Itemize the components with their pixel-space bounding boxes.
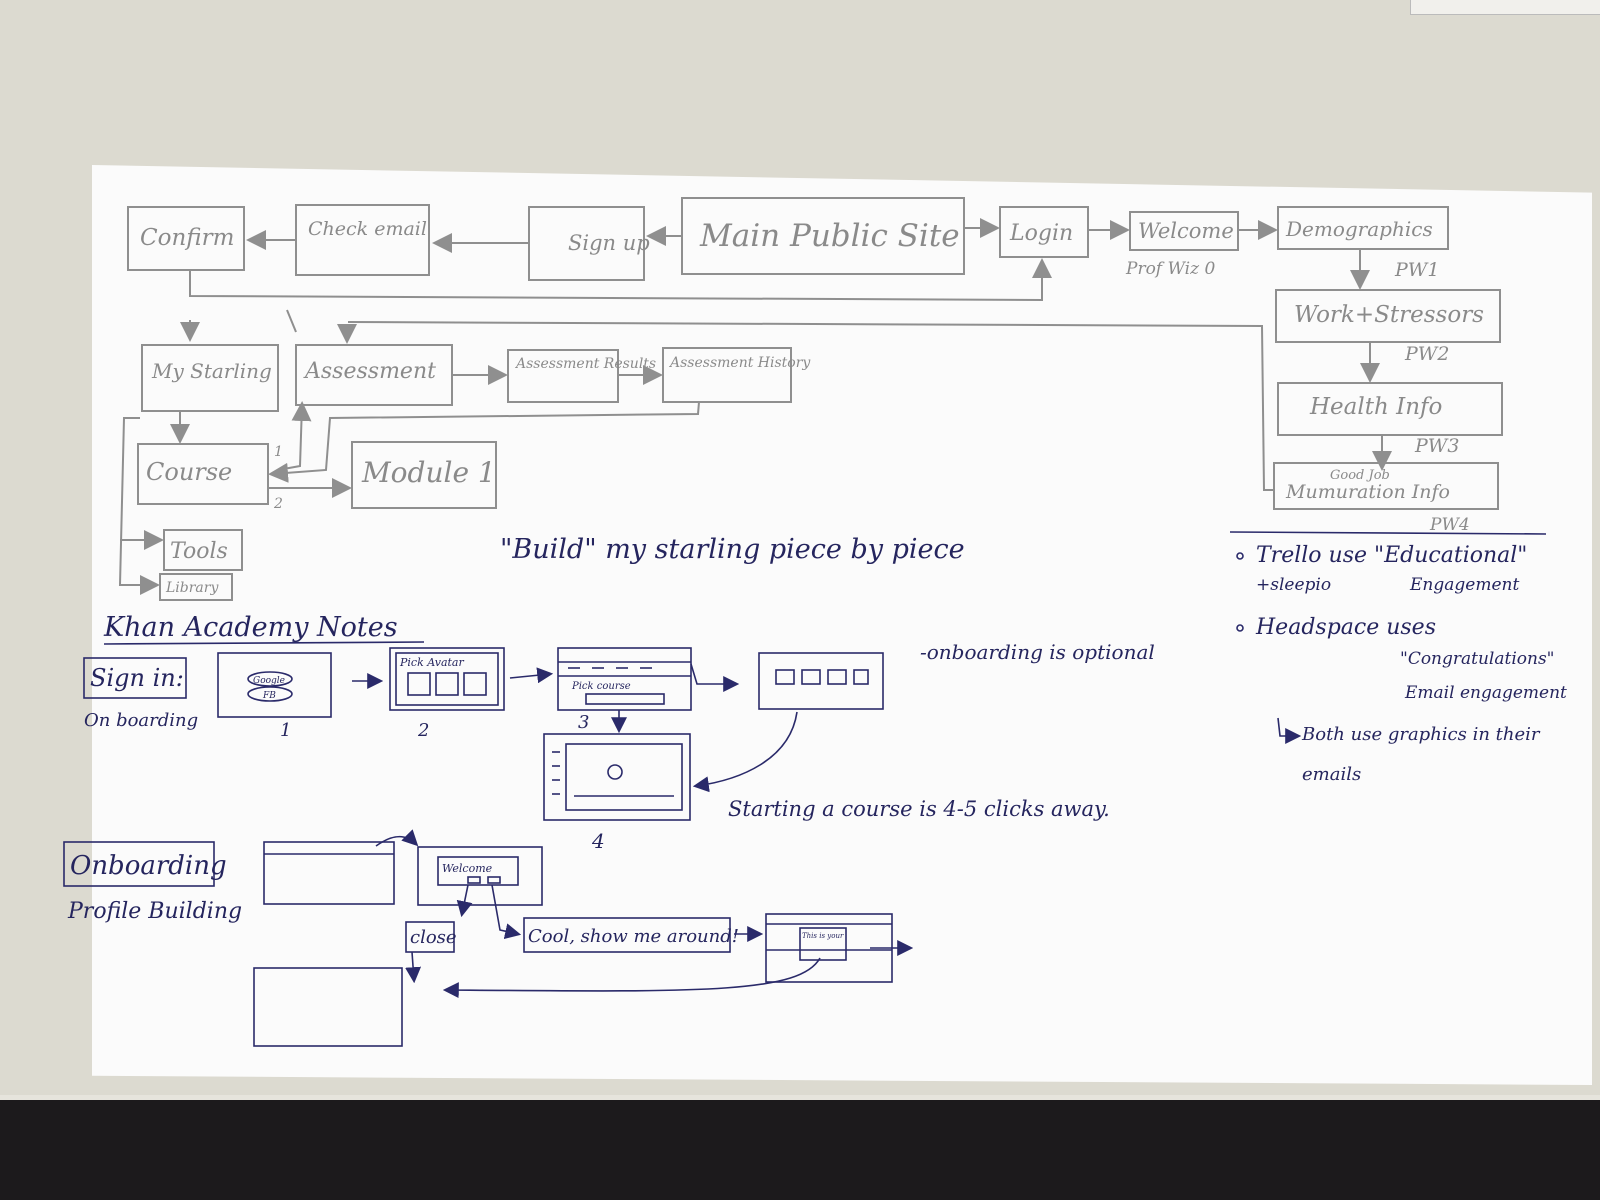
prof-wiz-label: Prof Wiz 0 <box>1125 259 1215 279</box>
screen-3 <box>558 648 691 710</box>
sleepio-note: +sleepio <box>1256 575 1331 595</box>
health-info-label: Health Info <box>1309 394 1442 420</box>
google-button-label: Google <box>253 676 285 686</box>
confirm-label: Confirm <box>140 225 234 251</box>
email-engagement-note: Email engagement <box>1404 683 1567 703</box>
library-label: Library <box>165 580 219 596</box>
step-3-label: 3 <box>578 712 589 733</box>
congratulations-note: "Congratulations" <box>1400 649 1555 669</box>
step-2-label: 2 <box>417 720 429 741</box>
build-note: "Build" my starling piece by piece <box>500 534 965 565</box>
work-stressors-label: Work+Stressors <box>1294 302 1484 328</box>
optional-note: -onboarding is optional <box>920 640 1155 664</box>
check-email-box <box>296 205 429 275</box>
cool-label: Cool, show me around! <box>528 926 739 947</box>
blank-screen-2 <box>254 968 402 1046</box>
emails-note: emails <box>1302 764 1361 785</box>
trello-note: Trello use "Educational" <box>1256 543 1527 568</box>
engagement-note: Engagement <box>1409 575 1519 595</box>
course-label: Course <box>146 458 232 486</box>
assessment-results-label: Assessment Results <box>514 356 656 372</box>
clicks-note: Starting a course is 4-5 clicks away. <box>728 797 1110 821</box>
welcome-screen <box>418 847 542 905</box>
step-4-label: 4 <box>591 829 605 853</box>
onboarding-title: Onboarding <box>70 851 227 881</box>
welcome-dialog-label: Welcome <box>442 862 493 875</box>
onboarding-section: Onboarding Profile Building Welcome clos… <box>64 837 910 1046</box>
login-label: Login <box>1009 221 1073 246</box>
khan-section: Khan Academy Notes Sign in: On boarding … <box>84 612 1155 853</box>
welcome-label: Welcome <box>1138 219 1234 243</box>
pick-avatar-label: Pick Avatar <box>399 656 464 669</box>
main-public-site-label: Main Public Site <box>699 218 960 254</box>
remuneration-info-label: Mumuration Info <box>1285 481 1450 503</box>
step-1-label: 1 <box>280 720 291 741</box>
sign-in-label: Sign in: <box>90 664 184 692</box>
pw2-label: PW2 <box>1404 343 1449 365</box>
both-note: Both use graphics in their <box>1301 724 1541 745</box>
pw4-label: PW4 <box>1429 515 1470 535</box>
headspace-note: Headspace uses <box>1255 615 1436 640</box>
check-email-label: Check email <box>308 218 427 240</box>
my-starling-label: My Starling <box>151 359 272 383</box>
tools-label: Tools <box>170 539 228 564</box>
label-1: 1 <box>274 444 283 460</box>
tooltip-label: This is your <box>802 932 844 940</box>
side-notes: Trello use "Educational" +sleepio Engage… <box>1230 532 1567 785</box>
sign-up-label: Sign up <box>568 231 650 255</box>
module1-label: Module 1 <box>361 456 496 489</box>
close-label: close <box>410 927 457 948</box>
onboarding-label: On boarding <box>84 710 198 731</box>
label-2: 2 <box>273 496 283 512</box>
pick-course-label: Pick course <box>571 681 631 692</box>
assessment-history-label: Assessment History <box>668 355 811 371</box>
fb-button-label: FB <box>262 691 276 701</box>
demographics-label: Demographics <box>1285 217 1433 241</box>
pw1-label: PW1 <box>1394 259 1439 281</box>
khan-title: Khan Academy Notes <box>103 612 398 643</box>
assessment-label: Assessment <box>303 359 436 384</box>
screen-5 <box>759 653 883 709</box>
blank-screen-1 <box>264 842 394 904</box>
pw3-label: PW3 <box>1414 435 1459 457</box>
profile-building-label: Profile Building <box>67 899 242 924</box>
